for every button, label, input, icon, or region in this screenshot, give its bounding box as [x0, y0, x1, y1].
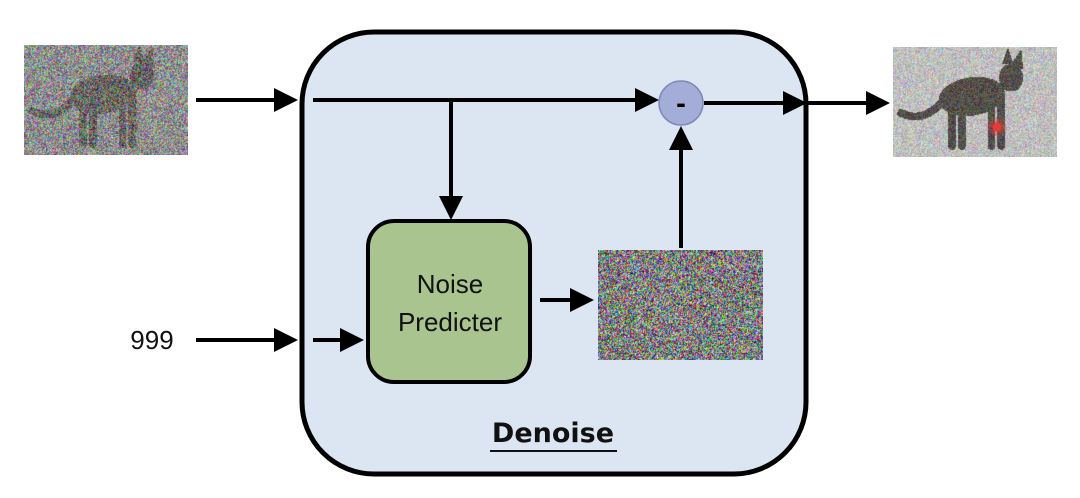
- predicter-label-line2: Predicter: [398, 307, 502, 337]
- noisy-cat-image: [24, 45, 188, 155]
- operator-symbol: -: [676, 90, 686, 118]
- predicted-noise-image: [598, 250, 763, 360]
- less-noisy-cat-image: [893, 47, 1057, 157]
- predicter-label-line1: Noise: [417, 269, 483, 299]
- step-input-label: 999: [130, 325, 173, 355]
- noise-predicter-box: [368, 221, 530, 382]
- block-title: Denoise: [492, 418, 614, 449]
